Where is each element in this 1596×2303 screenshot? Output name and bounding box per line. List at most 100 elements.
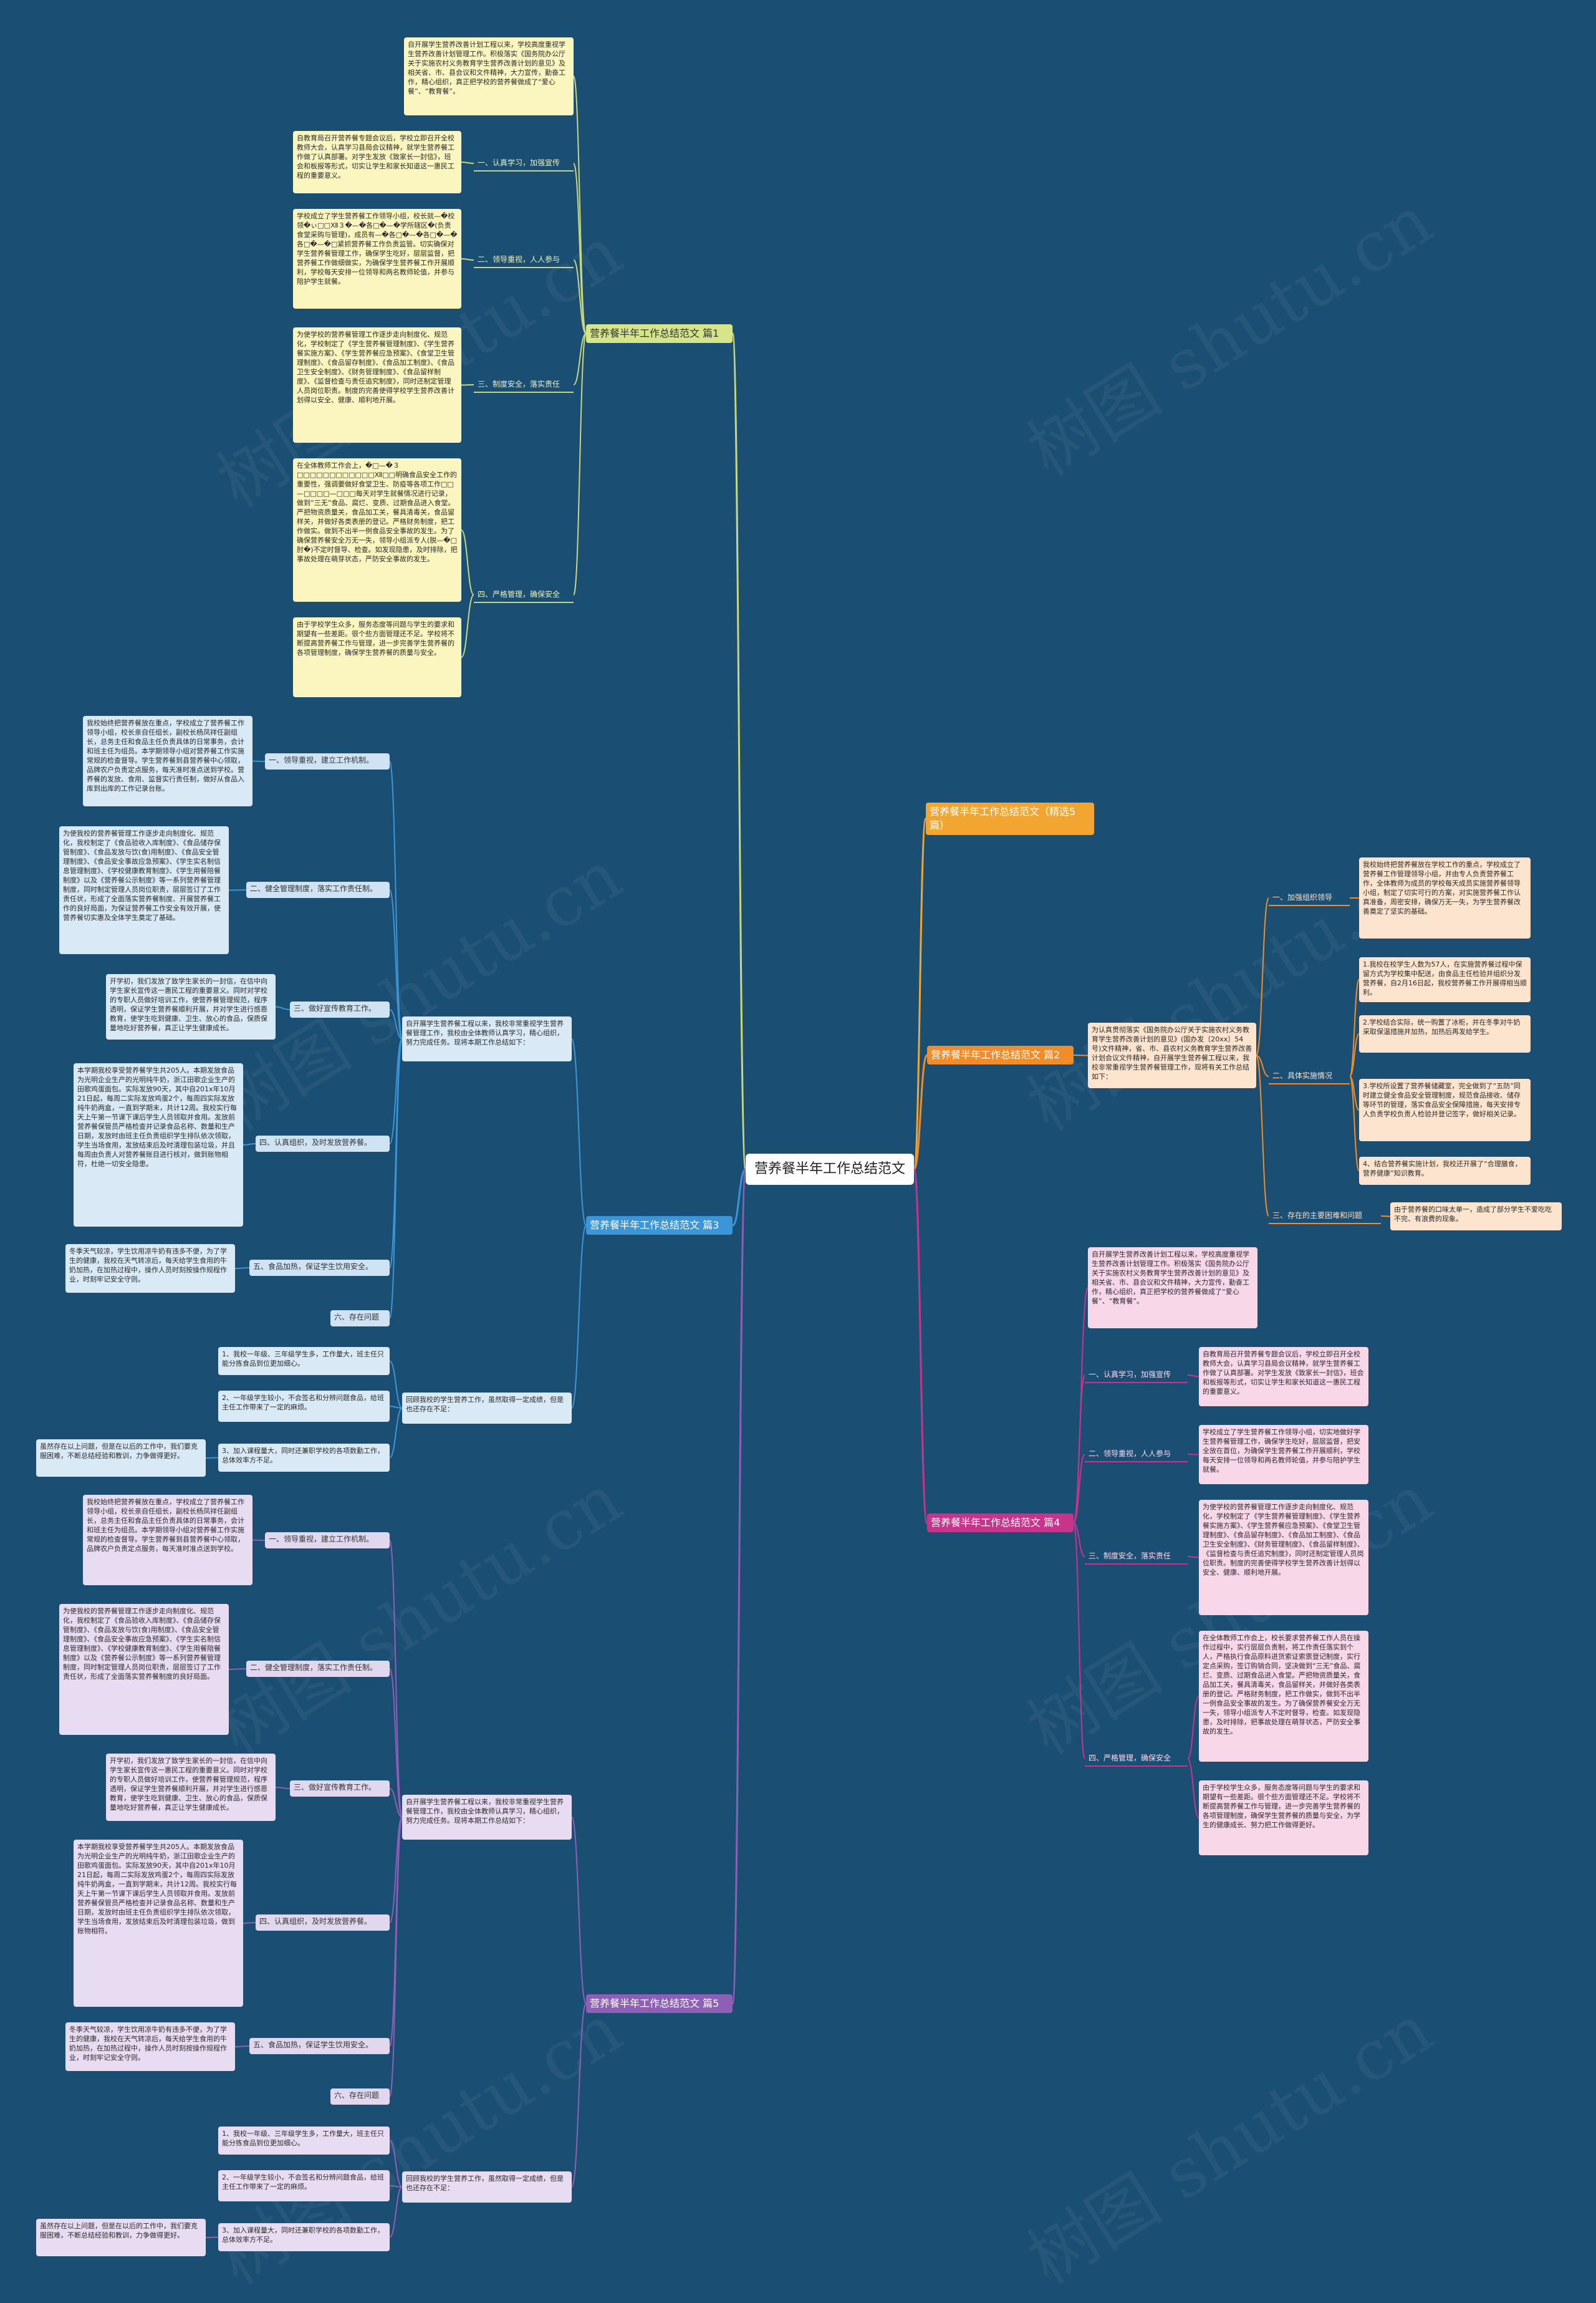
connector-line [389, 1788, 403, 1818]
connector-line [571, 1038, 587, 1226]
part4-section-4-label[interactable]: 四、严格管理，确保安全 [1089, 1754, 1171, 1762]
part3-issues-conclusion: 虽然存在以上问题，但是在以后的工作中，我们要克服困难，不断总结经验和教训，力争做… [36, 1439, 206, 1477]
connector-line [571, 1817, 587, 2004]
part5-intro-text: 自开展学生营养餐工程以来，我校非常重视学生营养餐管理工作，我校由全体教师认真学习… [402, 1795, 572, 1840]
part4-section-2-label[interactable]: 二、领导重视，人人参与 [1089, 1449, 1171, 1458]
part3-section-5-label[interactable]: 五、食品加热，保证学生饮用安全。 [249, 1260, 390, 1276]
part1-section-4-label[interactable]: 四、严格管理，确保安全 [478, 590, 560, 599]
connector-line [1349, 979, 1360, 1077]
connector-line [1073, 1522, 1085, 1759]
connector-line [731, 1168, 747, 1227]
part3-issue-item: 2、一年级学生较小，不会签名和分辨问题食品，给班主任工作带来了一定的麻烦。 [218, 1391, 390, 1422]
connector-line [1349, 1076, 1360, 1172]
part5-section-4-label[interactable]: 四、认真组织，及时发放营养餐。 [256, 1914, 390, 1931]
connector-line [389, 2185, 403, 2188]
connector-line [252, 760, 266, 762]
connector-line [731, 1168, 747, 2005]
connector-line [1256, 897, 1269, 1056]
part2-section-1-label[interactable]: 一、加强组织领导 [1272, 893, 1333, 902]
connector-line [573, 163, 587, 334]
part5-section-6-label[interactable]: 六、存在问题 [330, 2088, 390, 2105]
part1-section-2-label[interactable]: 二、领导重视，人人参与 [478, 255, 560, 264]
connector-line [1256, 1055, 1269, 1217]
part3-section-3-text: 开学初，我们发放了致学生家长的一封信，在信中向学生家长宣传这一惠民工程的重要意义… [106, 974, 276, 1040]
connector-line [731, 332, 747, 1171]
part4-section-1-label[interactable]: 一、认真学习，加强宣传 [1089, 1370, 1171, 1379]
connector-line [1187, 1454, 1199, 1456]
branch-part-1[interactable]: 营养餐半年工作总结范文 篇1 [586, 324, 733, 343]
part3-section-3-label[interactable]: 三、做好宣传教育工作。 [290, 1002, 390, 1018]
part3-section-6-label[interactable]: 六、存在问题 [330, 1310, 390, 1326]
connector-line [1380, 1215, 1391, 1217]
connector-line [1073, 1454, 1085, 1523]
connector-line [389, 1817, 403, 2097]
part3-section-1-text: 我校始终把营养餐放在重点，学校成立了营养餐工作领导小组，校长亲自任组长，副校长杨… [83, 716, 252, 806]
part4-closing-text: 由于学校学生众多，服务态度等问题与学生的要求和期望有一些差距。很个些方面管理还不… [1199, 1780, 1368, 1855]
part5-section-1-label[interactable]: 一、领导重视，建立工作机制。 [265, 1532, 390, 1548]
part1-section-3-label[interactable]: 三、制度安全，落实责任 [478, 380, 560, 389]
part2-section-2-label[interactable]: 二、具体实施情况 [1272, 1071, 1333, 1080]
branch-part-4[interactable]: 营养餐半年工作总结范文 篇4 [927, 1514, 1074, 1532]
connector-line [228, 889, 247, 891]
part3-section-2-label[interactable]: 二、健全管理制度，落实工作责任制。 [246, 882, 390, 898]
part3-section-1-label[interactable]: 一、领导重视，建立工作机制。 [265, 753, 390, 770]
part1-section-4-text: 在全体教师工作会上，�□—�３□□□□□□□□□□□□Ⅻ□□明确食品安全工作的重… [293, 458, 461, 602]
connector-line [1349, 1033, 1360, 1077]
part3-section-4-label[interactable]: 四、认真组织，及时发放营养餐。 [256, 1136, 390, 1152]
connector-line [389, 1360, 403, 1409]
connector-line [275, 1787, 291, 1789]
part3-section-5-text: 冬季天气较凉，学生饮用凉牛奶有违多不便，为了学生的健康，我校在天气转凉后，每天给… [65, 1244, 235, 1293]
branch-collection-title[interactable]: 营养餐半年工作总结范文（精选5篇） [926, 803, 1094, 835]
part2-implementation-item: 1.我校在校学生人数为57人，在实施营养餐过程中保留方式为学校集中配送，由食品主… [1359, 957, 1531, 1002]
connector-line [389, 1406, 403, 1409]
connector-line [389, 1038, 403, 1144]
connector-line [571, 2003, 587, 2188]
part2-implementation-item: 2.学校结合实际，统一购置了冰柜，并在冬季对牛奶采取保温措施并加热，加热后再发给… [1359, 1015, 1531, 1053]
connector-line [389, 2186, 403, 2238]
part2-implementation-item: 4、结合营养餐实施计划，我校还开展了“合理膳食，营养健康”知识教育。 [1359, 1157, 1531, 1185]
branch-part-5[interactable]: 营养餐半年工作总结范文 篇5 [586, 1994, 733, 2013]
central-topic[interactable]: 营养餐半年工作总结范文 [746, 1154, 914, 1185]
connector-line [243, 1143, 256, 1146]
part5-section-5-label[interactable]: 五、食品加热，保证学生饮用安全。 [249, 2038, 390, 2054]
connector-line [234, 2045, 250, 2047]
part2-implementation-item: 3.学校所设置了营养餐储藏室，完全做到了“五防”同时建立健全食品安全管理制度，规… [1359, 1079, 1531, 1141]
connector-line [461, 529, 474, 596]
connector-line [1187, 1374, 1199, 1378]
part5-issue-item: 2、一年级学生较小，不会签名和分辨问题食品，给班主任工作带来了一定的麻烦。 [218, 2170, 390, 2201]
connector-line [573, 259, 587, 334]
branch-part-3[interactable]: 营养餐半年工作总结范文 篇3 [586, 1216, 733, 1235]
part4-section-3-label[interactable]: 三、制度安全，落实责任 [1089, 1552, 1171, 1560]
part5-section-2-text: 为使我校的营养餐管理工作逐步走向制度化、规范化，我校制定了《食品验收入库制度》、… [59, 1604, 229, 1735]
part4-intro-text: 自开展学生营养改善计划工程以来，学校高度重视学生营养改善计划管理工作。积极落实《… [1088, 1247, 1257, 1328]
connector-line [252, 1539, 266, 1541]
connector-line [573, 333, 587, 596]
branch-part-2[interactable]: 营养餐半年工作总结范文 篇2 [927, 1046, 1074, 1065]
connector-line [573, 333, 587, 385]
part2-section-3-label[interactable]: 三、存在的主要困难和问题 [1272, 1211, 1363, 1220]
part5-issue-item: 3、加入课程量大，同时还兼职学校的各项数勤工作，总体效率方不足。 [218, 2223, 390, 2251]
part5-issues-intro: 回顾我校的学生营养工作，虽然取得一定成绩，但是也还存在不足： [402, 2171, 572, 2203]
part1-intro-text: 自开展学生营养改善计划工程以来，学校高度重视学生营养改善计划管理工作。积极落实《… [404, 37, 574, 115]
part4-section-4-text: 在全体教师工作会上，校长要求营养餐工作人员在操作过程中，实行层层负责制，将工作责… [1199, 1631, 1368, 1762]
connector-line [205, 1457, 219, 1459]
part5-section-2-label[interactable]: 二、健全管理制度，落实工作责任制。 [246, 1661, 390, 1677]
connector-line [389, 1668, 403, 1818]
part1-section-2-text: 学校成立了学生营养餐工作领导小组，校长就—�校领�ぃ□□Ⅻ３�—�各□�—�学所… [293, 209, 461, 309]
connector-line [389, 1540, 403, 1818]
connector-line [389, 1038, 403, 1319]
part3-section-4-text: 本学期我校享受营养餐学生共205人。本期发放食品为光明企业生产的光明纯牛奶，浙江… [74, 1063, 243, 1227]
part1-closing-text: 由于学校学生众多，服务态度等问题与学生的要求和期望有一些差距。很个些方面管理还不… [293, 617, 461, 697]
part1-section-1-label[interactable]: 一、认真学习，加强宣传 [478, 158, 560, 167]
connector-line [913, 1168, 928, 1524]
connector-line [1256, 1055, 1269, 1077]
part1-section-1-text: 自教育局召开营养餐专题会议后，学校立即召开全校教师大会，认真学习县局会议精神，就… [293, 131, 461, 193]
part5-section-4-text: 本学期我校享受营养餐学生共205人。本期发放食品为光明企业生产的光明纯牛奶，浙江… [74, 1840, 243, 2007]
connector-line [389, 761, 403, 1040]
connector-line [389, 1817, 403, 1923]
part3-intro-text: 自开展学生营养餐工程以来，我校非常重视学生营养餐管理工作，我校由全体教师认真学习… [402, 1016, 572, 1061]
part5-section-5-text: 冬季天气较凉，学生饮用凉牛奶有违多不便，为了学生的健康，我校在天气转凉后，每天给… [65, 2022, 235, 2071]
part5-issues-conclusion: 虽然存在以上问题，但是在以后的工作中，我们要克服困难，不断总结经验和教训，力争做… [36, 2219, 206, 2256]
part5-section-3-label[interactable]: 三、做好宣传教育工作。 [290, 1780, 390, 1797]
